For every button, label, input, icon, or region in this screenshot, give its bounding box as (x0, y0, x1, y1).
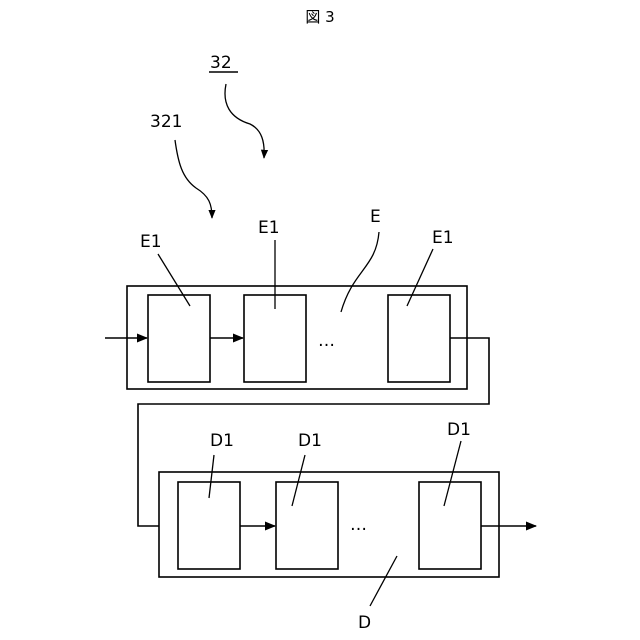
encoder-group-label: E (370, 207, 381, 227)
figure-title: 図 3 (305, 8, 334, 26)
decoder-unit-box-2 (276, 482, 338, 569)
decoder-unit-box-3 (419, 482, 481, 569)
ref-32-leader-arrow (225, 84, 264, 158)
encoder-unit-label-3: E1 (432, 228, 454, 248)
encoder-unit-label-1: E1 (140, 232, 162, 252)
ref-label-32: 32 (210, 53, 232, 73)
encoder-ellipsis: … (318, 331, 335, 351)
ref-321-leader-arrow (175, 140, 212, 218)
decoder-unit-label-3: D1 (447, 420, 471, 440)
decoder-unit-label-1: D1 (210, 431, 234, 451)
encoder-unit-box-3 (388, 295, 450, 382)
encoder-unit-box-1 (148, 295, 210, 382)
encoder-unit-label-2: E1 (258, 218, 280, 238)
decoder-group-label: D (358, 613, 371, 633)
decoder-ellipsis: … (350, 515, 367, 535)
ref-label-321: 321 (150, 112, 182, 132)
decoder-unit-label-2: D1 (298, 431, 322, 451)
